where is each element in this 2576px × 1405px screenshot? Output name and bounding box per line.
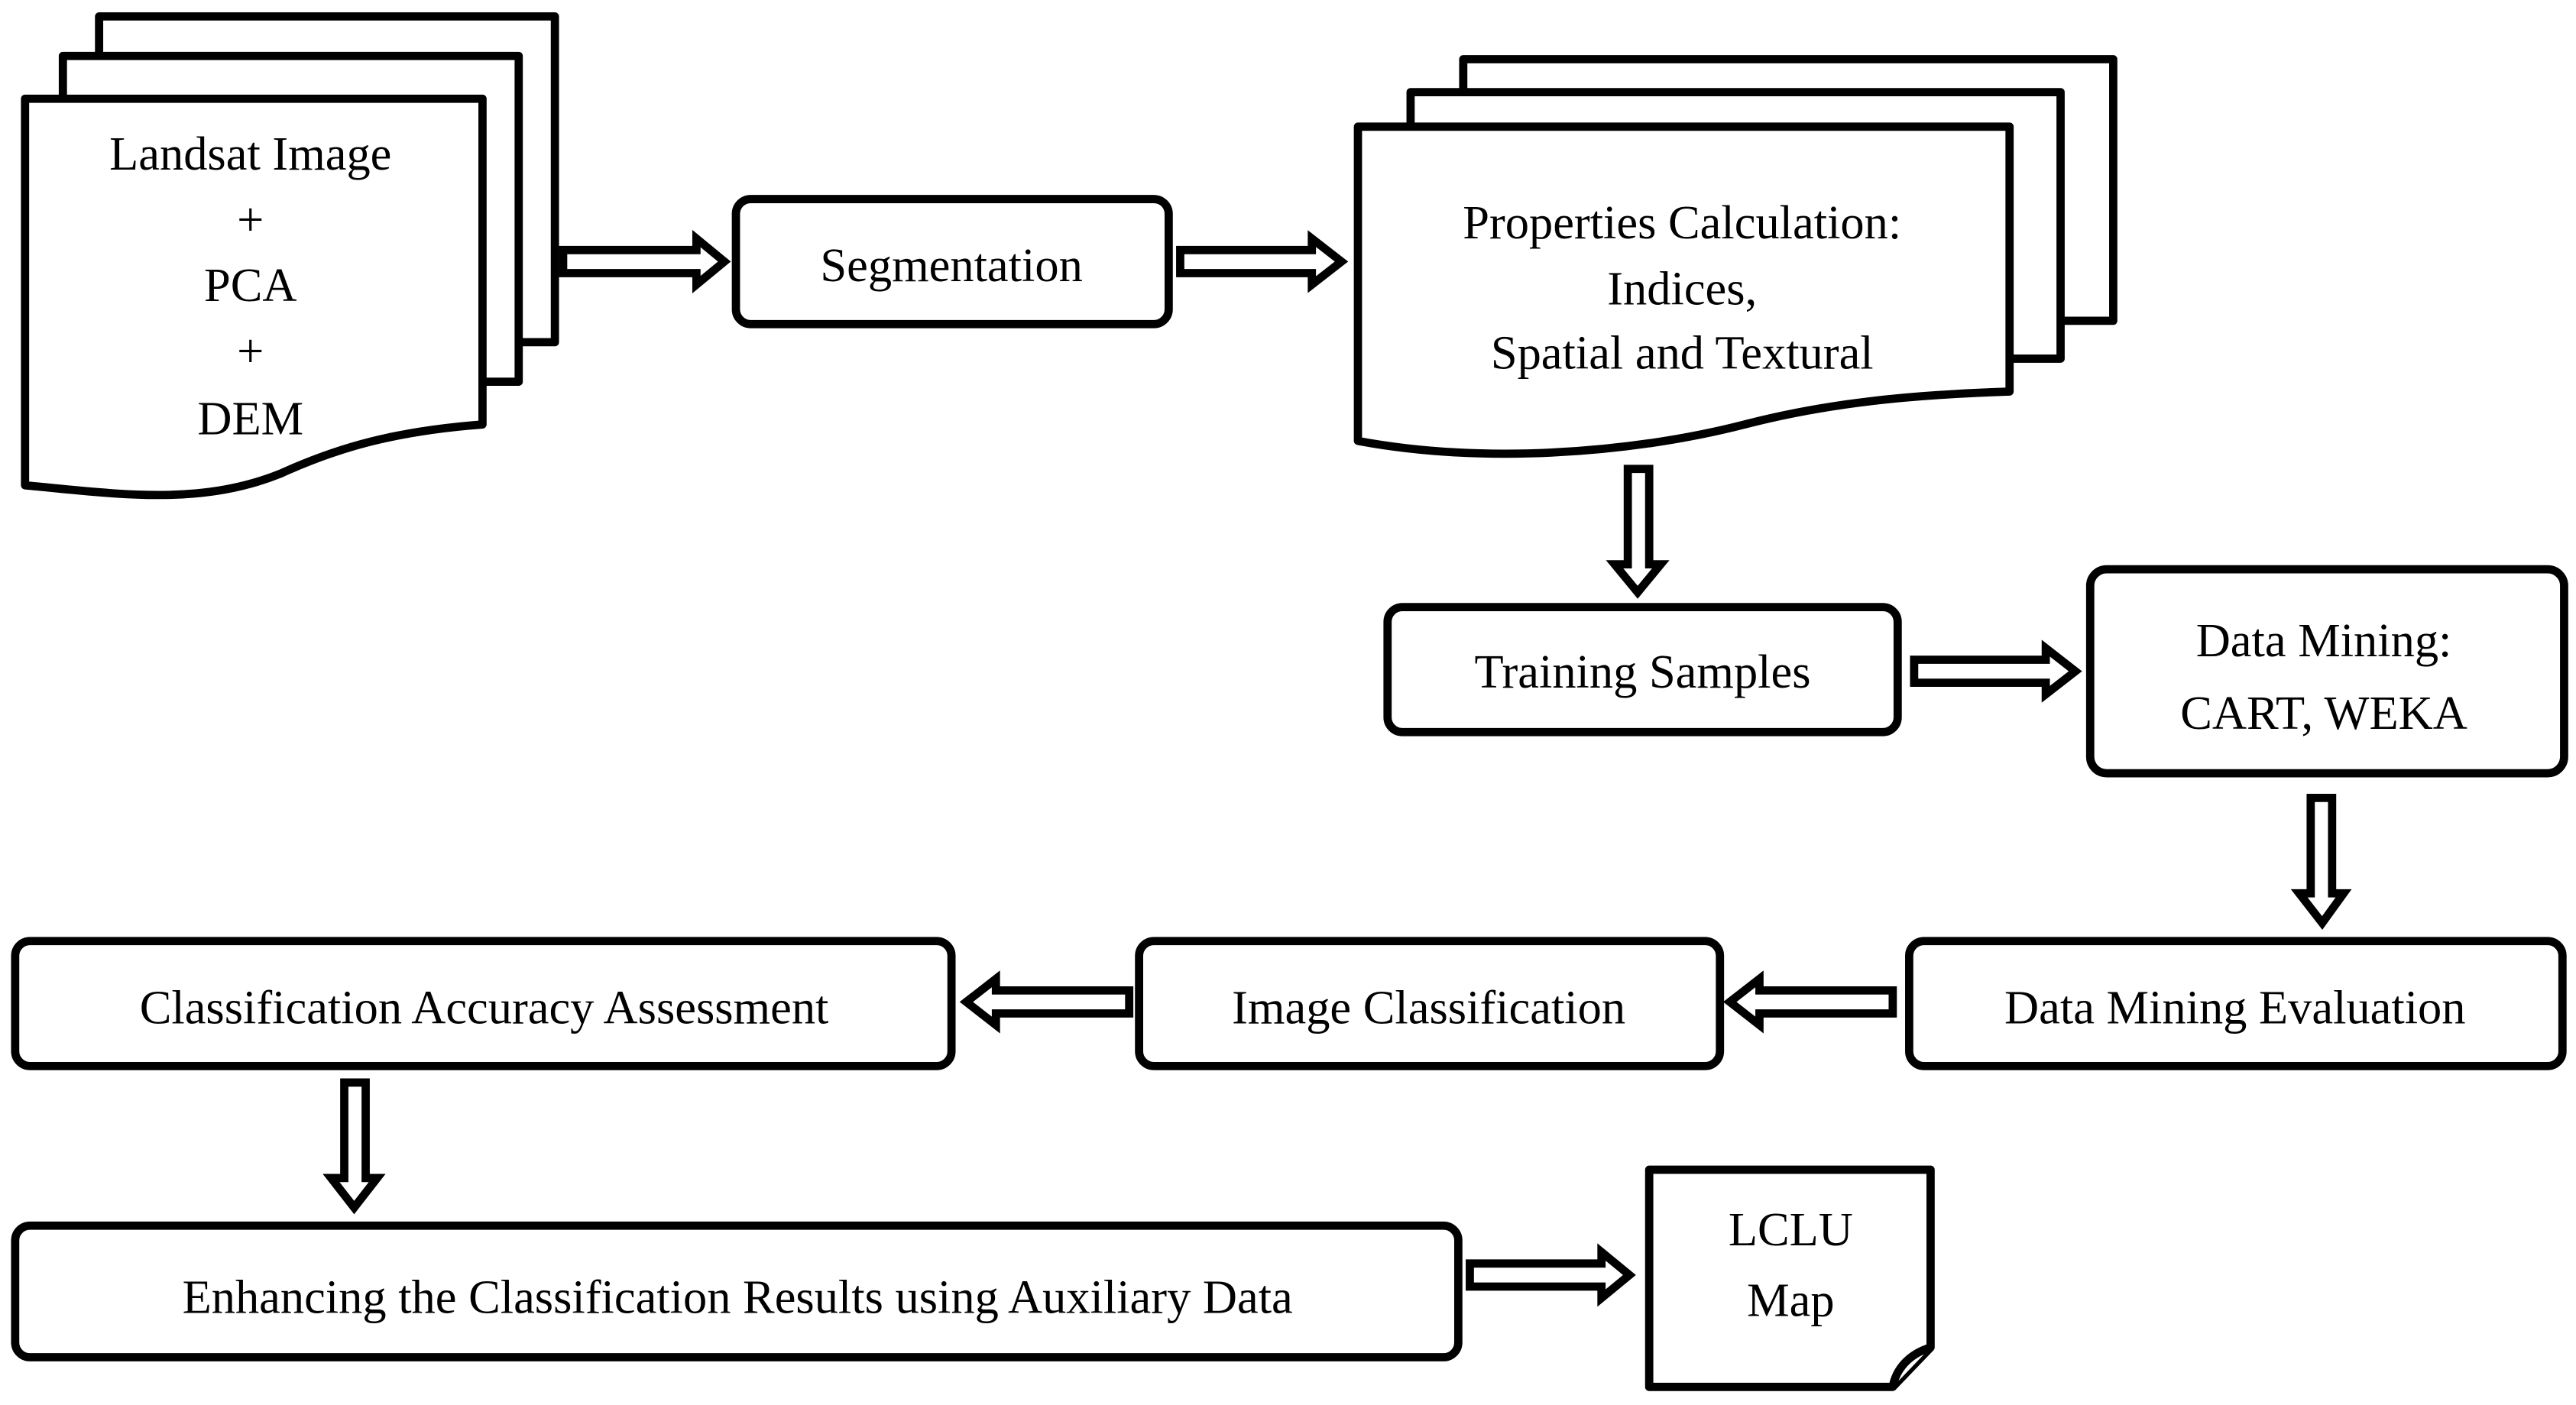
properties-document-stack: Properties Calculation: Indices, Spatial… xyxy=(1353,55,2118,458)
data-mining-line-2: CART, WEKA xyxy=(2180,686,2467,740)
accuracy-assessment-node: Classification Accuracy Assessment xyxy=(11,937,956,1070)
data-mining-evaluation-label: Data Mining Evaluation xyxy=(2004,980,2465,1034)
properties-line-2: Indices, xyxy=(1607,261,1757,315)
landsat-line-4: + xyxy=(237,324,264,377)
landsat-line-5: DEM xyxy=(197,391,303,445)
training-samples-node: Training Samples xyxy=(1383,603,1902,736)
landsat-doc-front xyxy=(21,94,487,500)
enhancing-results-node: Enhancing the Classification Results usi… xyxy=(11,1221,1463,1361)
enhancing-results-box xyxy=(11,1221,1463,1361)
landsat-line-1: Landsat Image xyxy=(109,127,391,180)
data-mining-node: Data Mining: CART, WEKA xyxy=(2085,565,2568,778)
arrow-evaluation-to-image-classification xyxy=(1722,970,1897,1034)
arrow-properties-to-training xyxy=(1606,465,1670,599)
image-classification-node: Image Classification xyxy=(1135,937,1725,1070)
data-mining-box xyxy=(2085,565,2568,778)
arrow-data-mining-to-evaluation xyxy=(2290,794,2352,931)
landsat-document-stack: Landsat Image + PCA + DEM xyxy=(21,12,559,500)
enhancing-results-label: Enhancing the Classification Results usi… xyxy=(183,1270,1293,1323)
arrow-accuracy-to-enhancing xyxy=(322,1078,386,1215)
image-classification-box xyxy=(1135,937,1725,1070)
data-mining-evaluation-node: Data Mining Evaluation xyxy=(1905,937,2567,1070)
lclu-map-line-1: LCLU xyxy=(1729,1203,1853,1256)
accuracy-assessment-box xyxy=(11,937,956,1070)
arrow-training-to-data-mining xyxy=(1910,639,2082,703)
arrow-segmentation-to-properties xyxy=(1176,230,1349,293)
arrow-landsat-to-segmentation xyxy=(559,229,731,293)
properties-line-1: Properties Calculation: xyxy=(1463,196,1901,249)
arrows xyxy=(322,229,2352,1307)
accuracy-assessment-label: Classification Accuracy Assessment xyxy=(140,980,829,1034)
segmentation-node: Segmentation xyxy=(731,195,1173,329)
lclu-map-node: LCLU Map xyxy=(1644,1165,1935,1391)
image-classification-label: Image Classification xyxy=(1232,980,1625,1034)
training-samples-label: Training Samples xyxy=(1475,645,1811,698)
data-mining-evaluation-box xyxy=(1905,937,2567,1070)
arrow-enhancing-to-lclu xyxy=(1466,1243,1636,1307)
segmentation-label: Segmentation xyxy=(820,238,1082,292)
data-mining-line-1: Data Mining: xyxy=(2196,613,2452,667)
segmentation-box xyxy=(731,195,1173,329)
lclu-map-line-2: Map xyxy=(1747,1274,1834,1327)
lclu-map-fold xyxy=(1888,1343,1933,1388)
arrow-image-classification-to-accuracy xyxy=(959,970,1134,1034)
landsat-line-3: PCA xyxy=(204,258,296,312)
landsat-line-2: + xyxy=(237,193,264,246)
training-samples-box xyxy=(1383,603,1902,736)
properties-line-3: Spatial and Textural xyxy=(1491,325,1874,379)
properties-doc-front xyxy=(1353,122,2014,458)
